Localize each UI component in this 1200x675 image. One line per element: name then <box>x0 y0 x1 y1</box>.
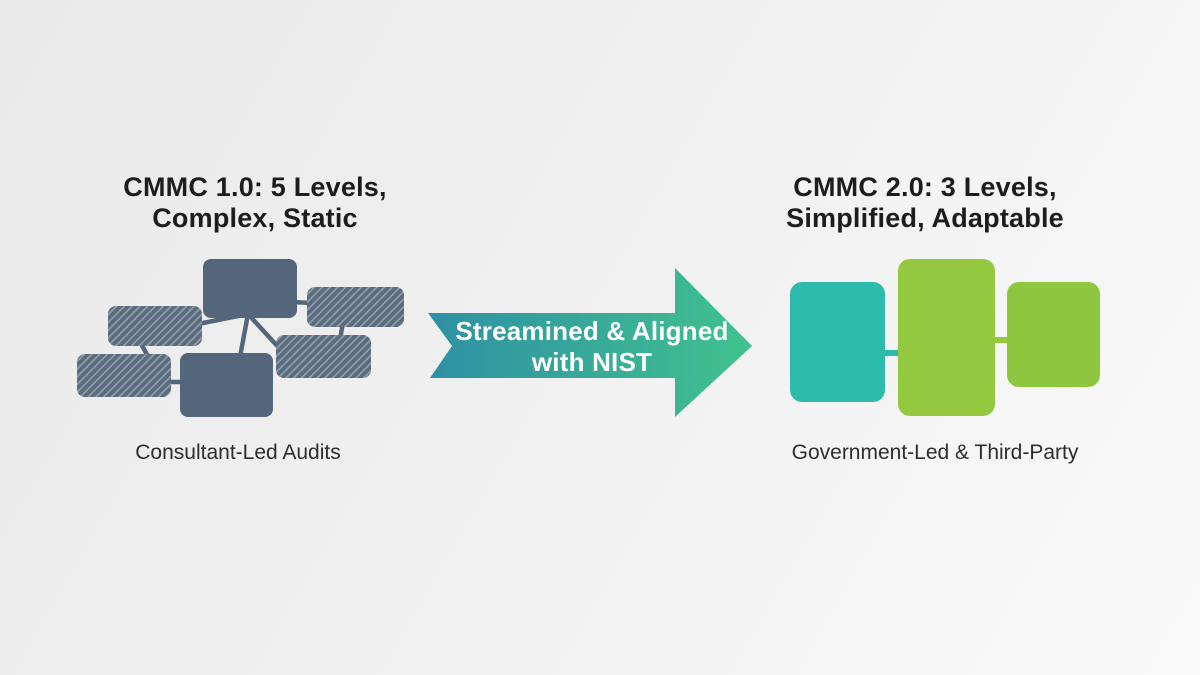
cmmc1-box-left-hatched <box>108 306 202 346</box>
cmmc1-box-top-solid <box>203 259 297 318</box>
cmmc1-box-bottom-left-hatched <box>77 354 171 397</box>
cmmc1-heading: CMMC 1.0: 5 Levels, Complex, Static <box>80 172 430 234</box>
transition-arrow-shape <box>428 268 752 417</box>
cmmc2-heading: CMMC 2.0: 3 Levels, Simplified, Adaptabl… <box>750 172 1100 234</box>
cmmc1-heading-line1: CMMC 1.0: 5 Levels, <box>123 172 387 202</box>
cmmc2-connector-green <box>990 337 1012 343</box>
cmmc2-box-right-green <box>1007 282 1100 387</box>
arrow-label-line2: with NIST <box>531 347 653 377</box>
cmmc2-caption: Government-Led & Third-Party <box>791 441 1079 464</box>
cmmc1-box-lower-right-hatched <box>276 335 371 378</box>
cmmc2-connector-teal <box>880 350 902 356</box>
cmmc1-heading-line2: Complex, Static <box>152 203 358 233</box>
cmmc1-box-bottom-solid <box>180 353 273 417</box>
cmmc2-connector-lines <box>880 337 1012 356</box>
cmmc2-heading-line1: CMMC 2.0: 3 Levels, <box>793 172 1057 202</box>
cmmc1-box-cluster <box>77 259 404 417</box>
transition-arrow <box>428 268 752 417</box>
cmmc1-caption: Consultant-Led Audits <box>135 441 341 464</box>
cmmc2-box-cluster <box>790 259 1100 416</box>
cmmc2-heading-line2: Simplified, Adaptable <box>786 203 1064 233</box>
arrow-label: Streamined & Aligned with NIST <box>432 316 752 378</box>
arrow-label-line1: Streamined & Aligned <box>455 316 729 346</box>
cmmc2-box-middle-green <box>898 259 995 416</box>
cmmc2-box-teal <box>790 282 885 402</box>
cmmc1-box-upper-right-hatched <box>307 287 404 327</box>
